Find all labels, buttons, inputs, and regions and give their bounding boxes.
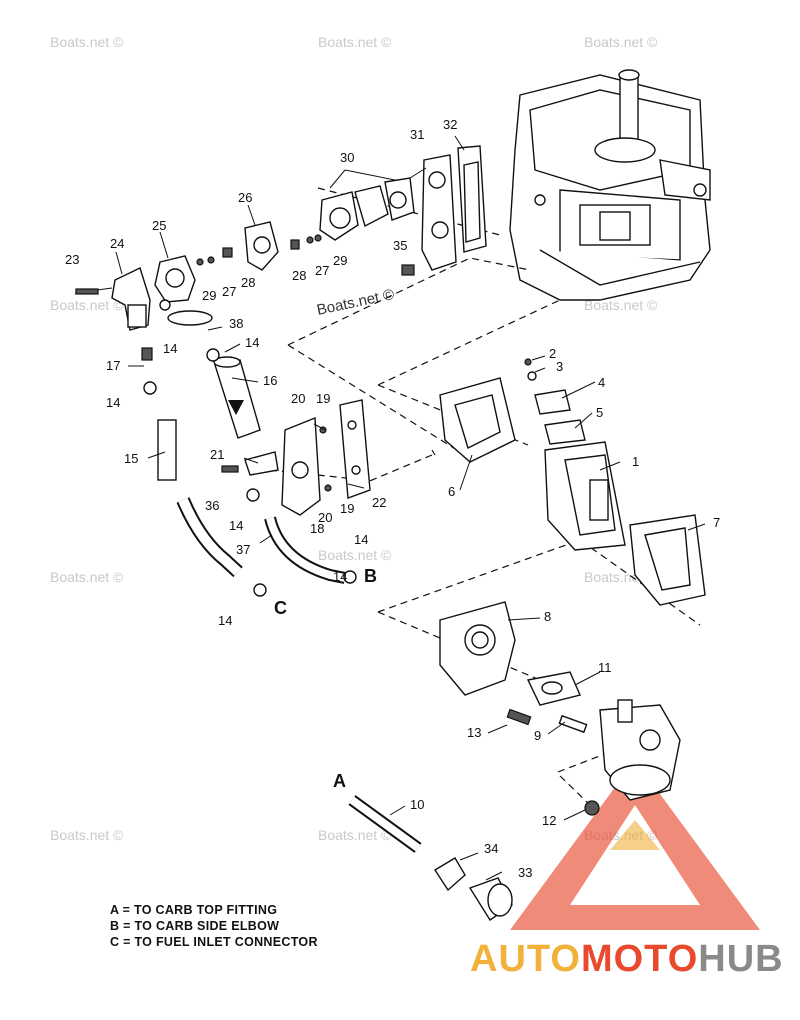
part-label: 33 [518, 865, 532, 880]
fuel-pump-assembly [154, 145, 487, 303]
ref-label-c: C [274, 598, 287, 618]
carburetor [506, 699, 681, 816]
brand-part-moto: MOTO [580, 938, 699, 980]
part-label: 31 [410, 127, 424, 142]
part-label: 26 [238, 190, 252, 205]
part-label: 15 [124, 451, 138, 466]
watermark: Boats.net © [50, 34, 124, 50]
part-label: 28 [241, 275, 255, 290]
part-label: 1 [632, 454, 639, 469]
part-label: 35 [393, 238, 407, 253]
part-label: 14 [106, 395, 120, 410]
part-label: 5 [596, 405, 603, 420]
part-label: 27 [315, 263, 329, 278]
part-label: 14 [354, 532, 368, 547]
part-number-labels: 1 2 3 4 5 6 7 8 9 10 11 12 13 14 14 14 1… [65, 117, 720, 880]
watermark-center: Boats.net © [315, 286, 395, 319]
part-label: 19 [340, 501, 354, 516]
part-label: 27 [222, 284, 236, 299]
part-label: 14 [218, 613, 232, 628]
watermark: Boats.net © [50, 297, 124, 313]
part-label: 30 [340, 150, 354, 165]
legend: A = TO CARB TOP FITTING B = TO CARB SIDE… [110, 902, 318, 950]
watermark: Boats.net © [584, 34, 658, 50]
part-label: 2 [549, 346, 556, 361]
intake-gaskets [439, 358, 706, 606]
fuel-lines-and-filter [141, 298, 357, 597]
brand-part-hub: HUB [698, 938, 784, 980]
part-label: 32 [443, 117, 457, 132]
part-label: 8 [544, 609, 551, 624]
part-label: 14 [229, 518, 243, 533]
fuel-pump-body [221, 399, 371, 516]
ref-label-a: A [333, 771, 346, 791]
fuel-elbow-fitting [74, 267, 151, 331]
part-label: 20 [318, 510, 332, 525]
watermark: Boats.net © [318, 547, 392, 563]
part-label: 18 [310, 521, 324, 536]
part-label: 16 [263, 373, 277, 388]
watermark: Boats.net © [318, 827, 392, 843]
part-label: 29 [333, 253, 347, 268]
part-label: 17 [106, 358, 120, 373]
brand-wordmark: AUTOMOTOHUB [470, 938, 784, 981]
part-label: 28 [292, 268, 306, 283]
part-label: 4 [598, 375, 605, 390]
legend-item-a: A = TO CARB TOP FITTING [110, 903, 278, 917]
watermark: Boats.net © [50, 569, 124, 585]
watermark: Boats.net © [318, 34, 392, 50]
part-label: 23 [65, 252, 79, 267]
part-label: 36 [205, 498, 219, 513]
part-label: 10 [410, 797, 424, 812]
part-label: 29 [202, 288, 216, 303]
intake-manifold [439, 601, 581, 706]
fuel-hose-and-fittings [348, 795, 513, 921]
part-label: 7 [713, 515, 720, 530]
part-label: 19 [316, 391, 330, 406]
reference-letters: A B C [274, 566, 377, 791]
engine-powerhead [509, 69, 711, 301]
legend-item-b: B = TO CARB SIDE ELBOW [110, 919, 280, 933]
watermark: Boats.net © [584, 297, 658, 313]
brand-part-auto: AUTO [470, 938, 581, 980]
legend-item-c: C = TO FUEL INLET CONNECTOR [110, 935, 318, 949]
brand-triangle-logo [510, 760, 760, 930]
part-label: 37 [236, 542, 250, 557]
part-label: 13 [467, 725, 481, 740]
part-label: 14 [245, 335, 259, 350]
part-label: 24 [110, 236, 124, 251]
part-label: 14 [163, 341, 177, 356]
part-label: 3 [556, 359, 563, 374]
ref-label-b: B [364, 566, 377, 586]
leader-lines [115, 135, 706, 881]
watermark: Boats.net © [50, 827, 124, 843]
part-label: 22 [372, 495, 386, 510]
part-label: 12 [542, 813, 556, 828]
part-label: 14 [333, 569, 347, 584]
part-label: 20 [291, 391, 305, 406]
part-label: 21 [210, 447, 224, 462]
part-label: 34 [484, 841, 498, 856]
part-label: 6 [448, 484, 455, 499]
part-label: 25 [152, 218, 166, 233]
part-label: 11 [598, 660, 612, 675]
part-label: 9 [534, 728, 541, 743]
part-label: 38 [229, 316, 243, 331]
